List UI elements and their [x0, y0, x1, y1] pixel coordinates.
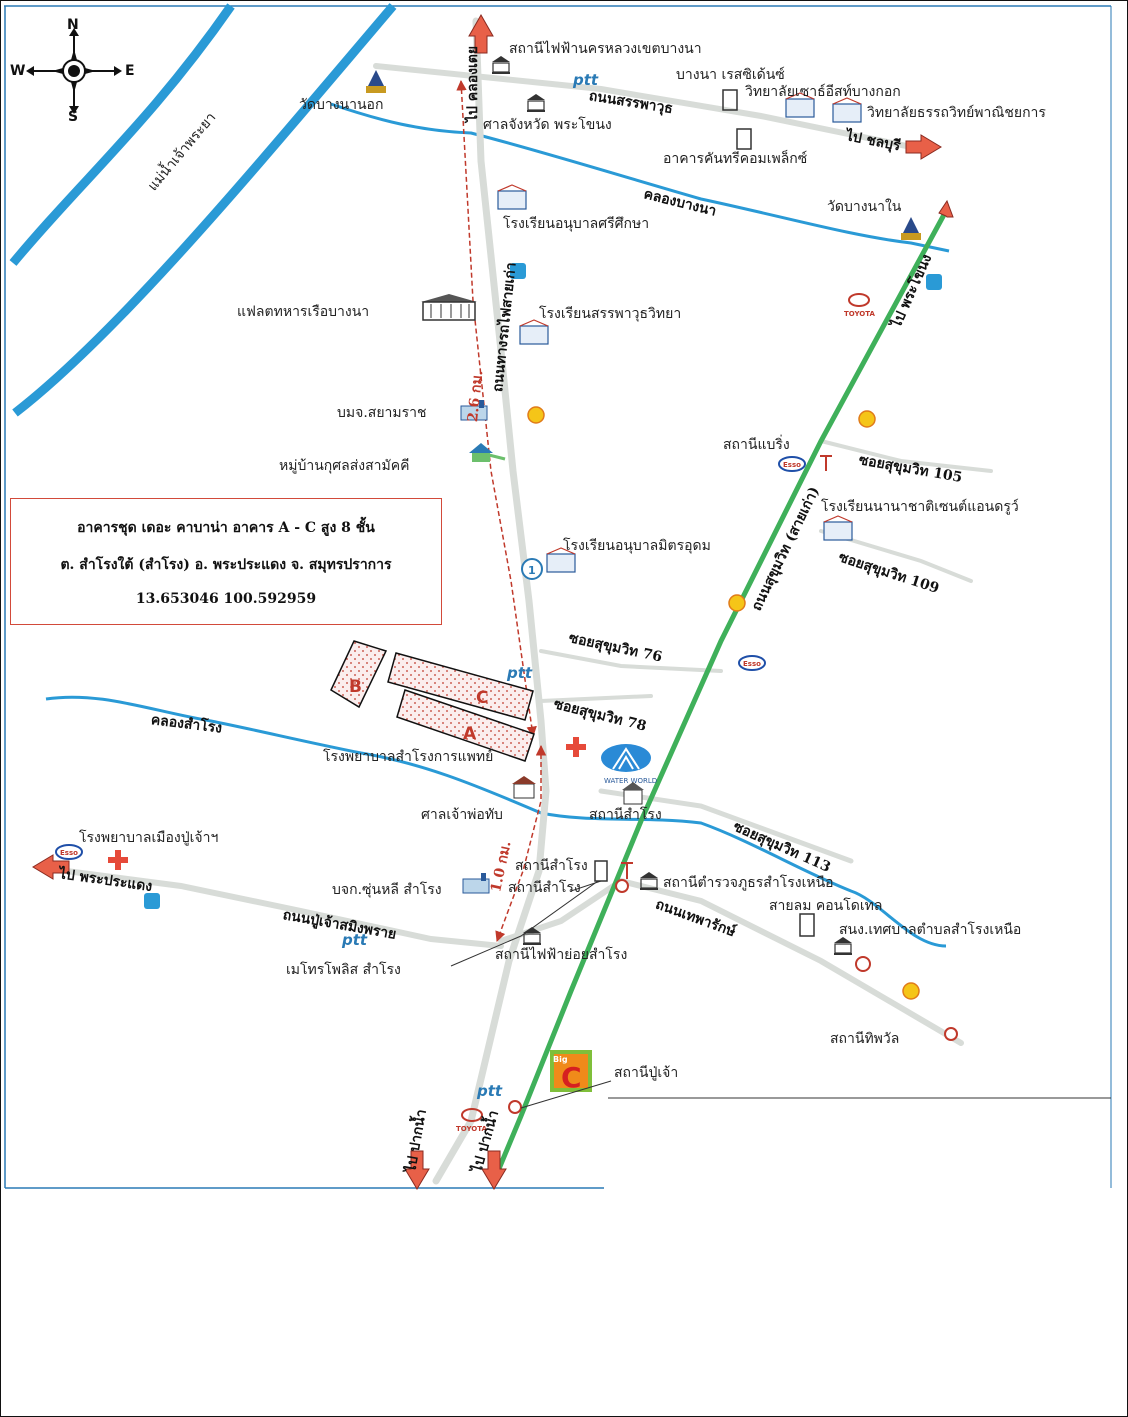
place-label-condo: สายลม คอนโดเทล [769, 898, 883, 914]
bigc-logo-icon [550, 1050, 592, 1092]
place-label-samrong-station-b: สถานีสำโรง [508, 880, 581, 896]
place-label-siam-rat: บมจ.สยามราช [337, 405, 427, 421]
temple-icon [901, 217, 921, 240]
property-title: อาคารชุด เดอะ คาบาน่า อาคาร A - C สูง 8 … [77, 520, 375, 536]
building-a-footprint [396, 689, 535, 762]
place-label-municipality: สนง.เทศบาลตำบลสำโรงเหนือ [839, 922, 1022, 938]
bts-station-marker [508, 879, 958, 1114]
water-world-icon [601, 744, 651, 772]
compass-east: E [125, 63, 135, 79]
place-label-police: สถานีตำรวจภูธรสำโรงเหนือ [663, 875, 834, 891]
shrine-icon [512, 776, 536, 799]
property-info-box: อาคารชุด เดอะ คาบาน่า อาคาร A - C สูง 8 … [10, 498, 442, 625]
place-label-samrong-hospital: โรงพยาบาลสำโรงการแพทย์ [323, 749, 494, 765]
place-label-sri-suksa: โรงเรียนอนุบาลศรีศึกษา [503, 216, 650, 232]
property-address: ต. สำโรงใต้ (สำโรง) อ. พระประแดง จ. สมุท… [60, 557, 392, 573]
direction-arrows [32, 13, 954, 1190]
compass-north: N [67, 17, 79, 33]
place-label-thipawan: สถานีทิพวัล [830, 1031, 900, 1047]
water-world-label: WATER WORLD [604, 777, 657, 785]
shell-station-icon [527, 406, 920, 1000]
antenna-icon [621, 455, 832, 879]
place-label-mitr-udom: โรงเรียนอนุบาลมิตรอุดม [563, 538, 711, 554]
factory-icon [462, 873, 490, 894]
place-label-wat-bangna-nai: วัดบางนาใน [827, 199, 902, 215]
esso-label: Esso [743, 660, 761, 668]
station-icon [622, 782, 644, 805]
place-label-kanthee: อาคารคันทรีคอมเพล็กซ์ [663, 151, 808, 167]
place-label-court: ศาลจังหวัด พระโขนง [483, 117, 612, 133]
toyota-label: TOYOTA [456, 1125, 487, 1133]
building-c-label: C [476, 688, 489, 708]
place-label-sub-power: สถานีไฟฟ้าย่อยสำโรง [495, 947, 628, 963]
bigc-label: Big [553, 1055, 568, 1064]
flat-building-icon [421, 294, 477, 321]
ptt-station-icon: ptt [572, 71, 599, 89]
toyota-icon [461, 293, 870, 1122]
property-coordinates: 13.653046 100.592959 [135, 591, 317, 607]
route-marker-icon: 1 [521, 558, 543, 580]
road-label-to-khlong-toei: ไป คลองเตย [465, 45, 481, 122]
place-label-assumption: วิทยาลัยเซาธ์อีสท์บางกอก [745, 84, 901, 100]
bigc-c-label: C [561, 1061, 582, 1094]
place-label-navy-flat: แฟลตทหารเรือบางนา [237, 304, 370, 320]
place-label-international-school: โรงเรียนนานาชาติเซนต์แอนดรูว์ [821, 499, 1019, 515]
khlong-bang-na [330, 102, 950, 253]
esso-station-icon [55, 456, 806, 860]
building-footprints [330, 640, 535, 762]
hospital-icon [108, 737, 586, 870]
leader-lines [450, 880, 612, 1109]
place-label-kusol: หมู่บ้านกุศลส่งสามัคคี [279, 458, 410, 474]
bts-green-line [493, 209, 949, 1177]
factory-icon [460, 400, 488, 421]
building-b-footprint [330, 640, 388, 709]
route-number: 1 [528, 564, 536, 577]
place-label-shrine: ศาลเจ้าพ่อทับ [421, 807, 503, 823]
building-b-label: B [349, 677, 362, 697]
place-label-sanphawut-school: โรงเรียนสรรพาวุธวิทยา [539, 306, 682, 322]
esso-label: Esso [60, 849, 78, 857]
distance-indicators [456, 79, 547, 942]
place-label-pucha-station: สถานีปู่เจ้า [614, 1065, 679, 1081]
compass-rose [26, 28, 122, 114]
place-label-bearing: สถานีแบริ่ง [723, 437, 790, 453]
ptt-station-icon: ptt [341, 931, 368, 949]
place-label-chun-li: บจก.ซุ่นหลี สำโรง [332, 882, 442, 898]
ptt-station-icon: ptt [476, 1082, 503, 1100]
place-label-power-station: สถานีไฟฟ้านครหลวงเขตบางนา [509, 41, 702, 57]
place-label-wat-bangna-nok: วัดบางนานอก [299, 97, 384, 113]
compass-west: W [10, 63, 26, 79]
toyota-label: TOYOTA [844, 310, 875, 318]
map-border [4, 5, 1112, 1189]
building-c-footprint [387, 652, 534, 721]
place-label-samrong-st: สถานีสำโรง [589, 807, 662, 823]
compass-south: S [68, 109, 79, 125]
esso-label: Esso [783, 461, 801, 469]
village-icon [469, 443, 506, 462]
place-label-metropolis: เมโทรโพลิส สำโรง [286, 962, 401, 978]
place-label-ratchaphruek: วิทยาลัยธรรถวิทย์พาณิชยการ [867, 105, 1046, 121]
ptt-station-icon: ptt [506, 664, 533, 682]
government-building-icon [492, 56, 852, 955]
chao-phraya-river [9, 3, 397, 417]
temple-icon [366, 70, 386, 93]
place-label-samrong-station-a: สถานีสำโรง [515, 858, 588, 874]
bank-icon [144, 263, 942, 909]
school-icon [497, 92, 862, 573]
place-label-muang-pucha-hospital: โรงพยาบาลเมืองปู่เจ้าฯ [79, 830, 219, 846]
building-a-label: A [463, 724, 477, 744]
place-label-bangna-residence: บางนา เรสซิเด้นซ์ [676, 67, 785, 83]
